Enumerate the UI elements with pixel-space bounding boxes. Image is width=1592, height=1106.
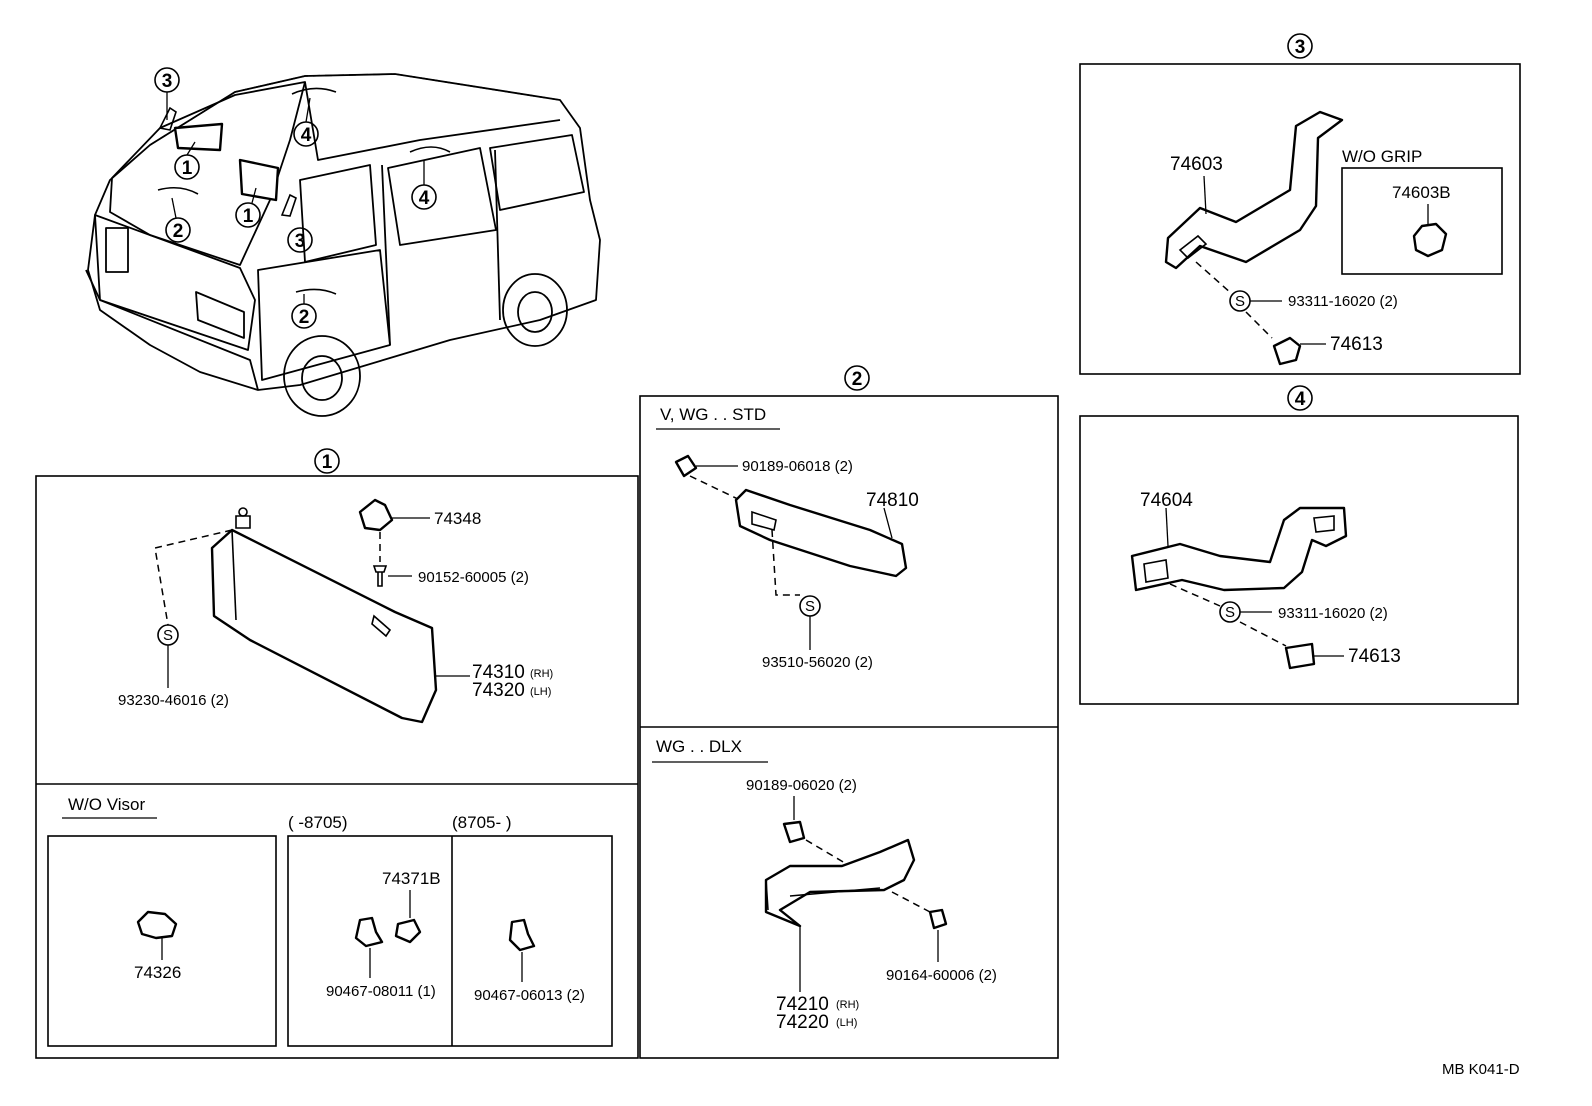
grip-74604-drawing — [1130, 506, 1348, 592]
van-illustration — [85, 73, 601, 417]
callout-2-door: 2 — [299, 307, 310, 328]
std-header: V, WG . . STD — [660, 405, 766, 424]
label-90189-06020: 90189-06020 (2) — [746, 777, 857, 794]
nut-std-drawing — [674, 454, 698, 478]
label-74810: 74810 — [866, 490, 919, 511]
label-74603B: 74603B — [1392, 183, 1451, 202]
cover-74613-a-drawing — [1272, 336, 1302, 366]
dlx-header: WG . . DLX — [656, 737, 742, 756]
plug-74603B-drawing — [1412, 222, 1448, 258]
tag-rh-1: (RH) — [530, 668, 553, 680]
label-74220: 74220 — [776, 1012, 829, 1033]
tag-rh-2: (RH) — [836, 999, 859, 1011]
tag-lh-1: (LH) — [530, 686, 551, 698]
callout-2-front: 2 — [173, 221, 184, 242]
label-74326: 74326 — [134, 963, 181, 982]
label-74310: 74310 — [472, 662, 525, 683]
label-74210: 74210 — [776, 994, 829, 1015]
label-93311-16020-a: 93311-16020 (2) — [1288, 293, 1398, 310]
label-74371B: 74371B — [382, 869, 441, 888]
label-74613-b: 74613 — [1348, 646, 1401, 667]
section-3-number: 3 — [1295, 37, 1306, 58]
section-4: 4 74604 S 93311-16020 (2) 74613 — [1079, 385, 1519, 705]
grip-dlx-drawing — [764, 838, 916, 928]
label-93311-16020-b: 93311-16020 (2) — [1278, 605, 1388, 622]
sun-visor-drawing — [210, 528, 438, 724]
label-74604: 74604 — [1140, 490, 1193, 511]
range-right: (8705- ) — [452, 813, 512, 832]
callout-4-roof: 4 — [301, 125, 312, 146]
callout-4-side: 4 — [419, 188, 430, 209]
section-4-number: 4 — [1295, 389, 1306, 410]
section-1-number: 1 — [322, 452, 333, 473]
wo-visor-header: W/O Visor — [68, 795, 145, 814]
label-90467-06013: 90467-06013 (2) — [474, 987, 585, 1004]
footer-code: MB K041-D — [1442, 1061, 1520, 1078]
grip-74603-drawing — [1164, 110, 1344, 270]
label-90189-06018: 90189-06018 (2) — [742, 458, 853, 475]
label-93510-56020: 93510-56020 (2) — [762, 654, 873, 671]
label-93230-46016: 93230-46016 (2) — [118, 692, 229, 709]
callout-3-top: 3 — [162, 71, 173, 92]
s-mark-3: S — [1235, 293, 1245, 310]
section-1: 1 S 93230-46016 (2) 74348 90152-60005 (2… — [35, 448, 639, 1059]
s-mark-1: S — [163, 627, 173, 644]
grip-std-drawing — [734, 488, 908, 578]
clip-90467-08011-drawing — [354, 916, 384, 948]
visor-bracket-drawing — [358, 498, 394, 532]
label-90467-08011: 90467-08011 (1) — [326, 983, 436, 1000]
cover-74613-b-drawing — [1284, 642, 1316, 670]
tag-lh-2: (LH) — [836, 1017, 857, 1029]
van-callouts: 3 1 1 4 2 3 4 2 — [154, 67, 437, 329]
range-left: ( -8705) — [288, 813, 348, 832]
section-2: 2 V, WG . . STD 90189-06018 (2) 74810 S … — [639, 365, 1059, 1059]
s-mark-2: S — [805, 598, 815, 615]
label-74320: 74320 — [472, 680, 525, 701]
section-3: 3 74603 W/O GRIP 74603B S 93311-16020 (2… — [1079, 33, 1521, 375]
clip-74371B-drawing — [394, 918, 422, 944]
callout-1-right: 1 — [243, 206, 254, 227]
label-74348: 74348 — [434, 509, 481, 528]
callout-1-left: 1 — [182, 158, 193, 179]
label-90152-60005: 90152-60005 (2) — [418, 569, 529, 586]
visor-holder-drawing — [136, 910, 178, 940]
nut-dlx-drawing — [782, 820, 806, 844]
wo-grip-header: W/O GRIP — [1342, 147, 1422, 166]
clip-90467-06013-drawing — [508, 918, 536, 952]
label-74603: 74603 — [1170, 154, 1223, 175]
callout-3-side: 3 — [295, 231, 306, 252]
screw-dlx-drawing — [928, 908, 948, 930]
label-74613-a: 74613 — [1330, 334, 1383, 355]
section-2-number: 2 — [852, 369, 863, 390]
label-90164-60006: 90164-60006 (2) — [886, 967, 997, 984]
s-mark-4: S — [1225, 604, 1235, 621]
